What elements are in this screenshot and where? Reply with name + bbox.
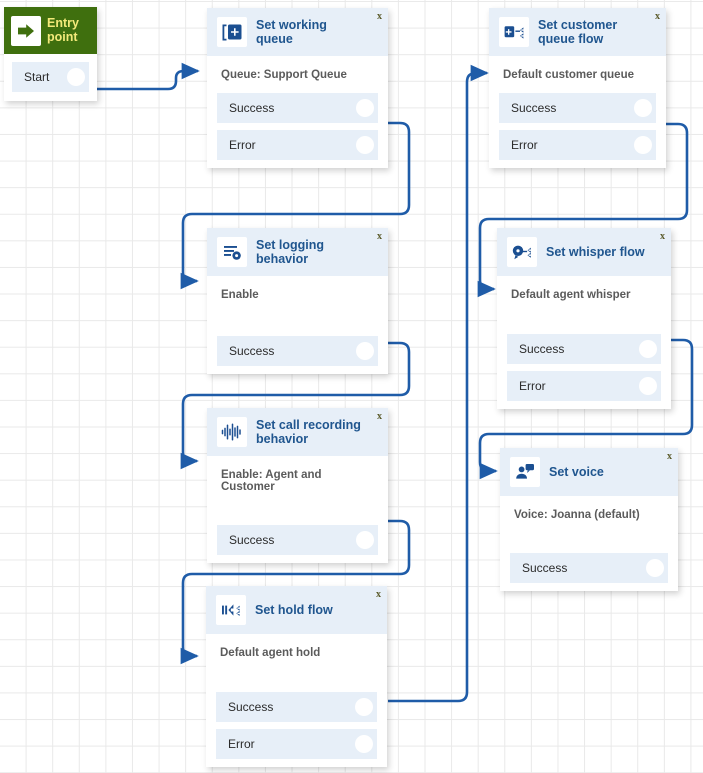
port-label: Error bbox=[229, 138, 256, 152]
hold-flow-icon bbox=[216, 595, 246, 625]
port-label: Start bbox=[24, 70, 50, 84]
logging-gear-icon bbox=[217, 237, 247, 267]
port-connector-dot[interactable] bbox=[355, 735, 373, 753]
node-subtitle: Queue: Support Queue bbox=[221, 69, 347, 81]
node-subtitle: Voice: Joanna (default) bbox=[514, 509, 640, 521]
port-error[interactable]: Error bbox=[216, 729, 377, 759]
node-title: Set working queue bbox=[256, 18, 327, 46]
port-label: Success bbox=[228, 700, 274, 714]
close-icon[interactable]: x bbox=[377, 231, 382, 242]
port-error[interactable]: Error bbox=[507, 371, 661, 401]
port-label: Success bbox=[229, 344, 275, 358]
port-connector-dot[interactable] bbox=[634, 136, 652, 154]
node-title: Set hold flow bbox=[255, 603, 333, 617]
entry-arrow-icon bbox=[11, 15, 41, 46]
node-subtitle: Default customer queue bbox=[503, 69, 634, 81]
port-success[interactable]: Success bbox=[217, 93, 378, 123]
port-label: Success bbox=[229, 533, 275, 547]
entry-point-header: Entry point bbox=[4, 7, 97, 54]
node-header: Set logging behavior x bbox=[207, 228, 388, 276]
port-connector-dot[interactable] bbox=[634, 99, 652, 117]
port-success[interactable]: Success bbox=[216, 692, 377, 722]
node-ports: Success Error bbox=[207, 93, 388, 168]
port-success[interactable]: Success bbox=[499, 93, 656, 123]
node-header: Set hold flow x bbox=[206, 586, 387, 634]
close-icon[interactable]: x bbox=[660, 231, 665, 242]
whisper-flow-icon bbox=[507, 237, 537, 267]
close-icon[interactable]: x bbox=[667, 451, 672, 462]
port-label: Success bbox=[229, 101, 275, 115]
node-set-working-queue[interactable]: Set working queue x Queue: Support Queue… bbox=[207, 8, 388, 168]
port-error[interactable]: Error bbox=[217, 130, 378, 160]
port-connector-dot[interactable] bbox=[355, 698, 373, 716]
node-subtitle: Enable: Agent and Customer bbox=[221, 469, 322, 493]
port-success[interactable]: Success bbox=[217, 525, 378, 555]
port-error[interactable]: Error bbox=[499, 130, 656, 160]
port-connector-dot[interactable] bbox=[639, 377, 657, 395]
close-icon[interactable]: x bbox=[377, 11, 382, 22]
close-icon[interactable]: x bbox=[377, 411, 382, 422]
port-success[interactable]: Success bbox=[217, 336, 378, 366]
node-set-customer-queue-flow[interactable]: Set customer queue flow x Default custom… bbox=[489, 8, 666, 168]
entry-point-node[interactable]: Entry point Start bbox=[4, 7, 97, 101]
node-title: Set customer queue flow bbox=[538, 18, 618, 46]
close-icon[interactable]: x bbox=[376, 589, 381, 600]
wire-hold-success-to-customer-queue bbox=[388, 64, 489, 703]
node-title: Set whisper flow bbox=[546, 245, 645, 259]
port-connector-dot[interactable] bbox=[356, 99, 374, 117]
queue-add-icon bbox=[217, 17, 247, 47]
port-label: Error bbox=[519, 379, 546, 393]
port-connector-dot[interactable] bbox=[356, 531, 374, 549]
waveform-icon bbox=[217, 417, 247, 447]
port-connector-dot[interactable] bbox=[646, 559, 664, 577]
port-connector-dot[interactable] bbox=[67, 68, 85, 86]
port-label: Error bbox=[511, 138, 538, 152]
port-success[interactable]: Success bbox=[507, 334, 661, 364]
node-set-call-recording-behavior[interactable]: Set call recording behavior x Enable: Ag… bbox=[207, 408, 388, 563]
node-set-whisper-flow[interactable]: Set whisper flow x Default agent whisper… bbox=[497, 228, 671, 409]
port-label: Success bbox=[519, 342, 565, 356]
voice-person-icon bbox=[510, 457, 540, 487]
node-title: Set logging behavior bbox=[256, 238, 325, 266]
node-header: Set whisper flow x bbox=[497, 228, 671, 276]
node-ports: Success bbox=[207, 505, 388, 563]
entry-point-body: Start bbox=[4, 54, 97, 101]
customer-queue-flow-icon bbox=[499, 17, 529, 47]
node-header: Set call recording behavior x bbox=[207, 408, 388, 456]
node-title: Set call recording behavior bbox=[256, 418, 361, 446]
node-set-logging-behavior[interactable]: Set logging behavior x Enable Success bbox=[207, 228, 388, 374]
node-title: Set voice bbox=[549, 465, 604, 479]
node-ports: Success bbox=[500, 533, 678, 591]
port-connector-dot[interactable] bbox=[356, 342, 374, 360]
node-ports: Success Error bbox=[489, 93, 666, 168]
port-success[interactable]: Success bbox=[510, 553, 668, 583]
node-header: Set voice x bbox=[500, 448, 678, 496]
node-ports: Success Error bbox=[497, 313, 671, 409]
port-label: Success bbox=[511, 101, 557, 115]
node-ports: Success Error bbox=[206, 671, 387, 767]
node-subtitle: Default agent whisper bbox=[511, 289, 631, 301]
node-ports: Success bbox=[207, 313, 388, 374]
node-subtitle: Enable bbox=[221, 289, 259, 301]
node-header: Set working queue x bbox=[207, 8, 388, 56]
entry-point-title: Entry point bbox=[47, 16, 79, 44]
port-connector-dot[interactable] bbox=[356, 136, 374, 154]
port-connector-dot[interactable] bbox=[639, 340, 657, 358]
port-label: Success bbox=[522, 561, 568, 575]
port-start[interactable]: Start bbox=[12, 62, 89, 92]
wire-start-to-working-queue bbox=[97, 62, 200, 91]
node-header: Set customer queue flow x bbox=[489, 8, 666, 56]
close-icon[interactable]: x bbox=[655, 11, 660, 22]
node-set-voice[interactable]: Set voice x Voice: Joanna (default) Succ… bbox=[500, 448, 678, 591]
port-label: Error bbox=[228, 737, 255, 751]
node-subtitle: Default agent hold bbox=[220, 647, 321, 659]
node-set-hold-flow[interactable]: Set hold flow x Default agent hold Succe… bbox=[206, 586, 387, 767]
